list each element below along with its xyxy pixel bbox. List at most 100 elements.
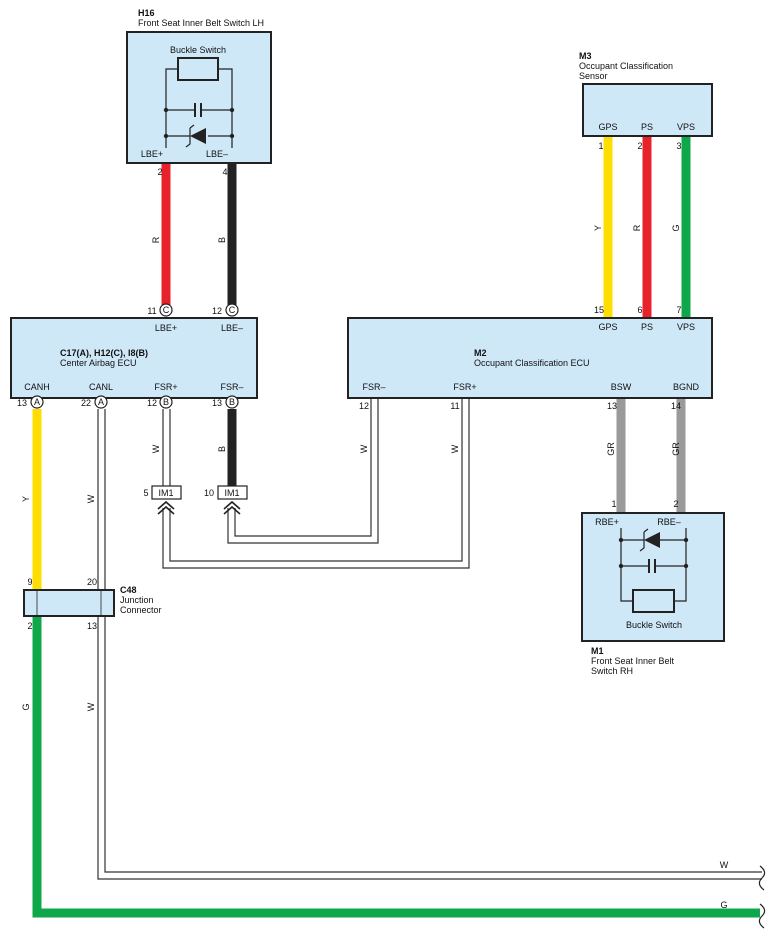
m1-pin-rbe-pos: RBE+ [595, 517, 619, 527]
c48-num-20: 20 [87, 577, 97, 587]
wire-label-m2-fsr-neg: W [359, 444, 369, 453]
m1-num-1: 1 [611, 499, 616, 509]
m3-pin-ps: PS [641, 122, 653, 132]
m3-code: M3 [579, 51, 592, 61]
m1-zener-diode-icon [644, 532, 660, 548]
im1-num-5: 5 [143, 488, 148, 498]
h16-code: H16 [138, 8, 155, 18]
h16-pin-lbe-pos: LBE+ [141, 149, 163, 159]
wire-canl [97, 409, 106, 590]
c48-num-9: 9 [27, 577, 32, 587]
m1-internal-circuit [620, 528, 687, 602]
m2-pin-fsr-neg: FSR– [362, 382, 385, 392]
wire-label-h16-neg: B [217, 237, 227, 243]
h16-num-pos: 2 [157, 167, 162, 177]
m2-num-14: 14 [671, 401, 681, 411]
m2-num-15: 15 [594, 305, 604, 315]
im1-connector: IM1 5 IM1 10 [143, 485, 248, 515]
wire-label-fsr-pos: W [151, 444, 161, 453]
wire-fsr-pos [162, 409, 171, 487]
m2-num-7: 7 [676, 305, 681, 315]
m2-pin-vps: VPS [677, 322, 695, 332]
airbag-ecu-pin-lbe-neg: LBE– [221, 323, 243, 333]
h16-num-neg: 4 [222, 167, 227, 177]
h16-pin-lbe-neg: LBE– [206, 149, 228, 159]
airbag-ecu-conn-c-12 [225, 303, 239, 317]
m2-code: M2 [474, 348, 487, 358]
m2-pin-gps: GPS [598, 322, 617, 332]
airbag-ecu-num-22a: 22 [81, 398, 91, 408]
wire-im1-10-to-m2-fsr-neg [227, 398, 379, 544]
wire-label-canl: W [86, 494, 96, 503]
break-mark-w [758, 865, 766, 891]
airbag-ecu-num-12b: 12 [147, 398, 157, 408]
wire-label-m3-ps: R [632, 224, 642, 231]
m2-pin-ps: PS [641, 322, 653, 332]
m2-num-11: 11 [450, 401, 459, 411]
im1-left-chevron-icon [157, 500, 175, 515]
svg-text:C: C [163, 305, 170, 315]
airbag-ecu-num-11: 11 [147, 306, 156, 316]
wire-label-m3-gps: Y [593, 225, 603, 231]
m3-sensor: M3 Occupant Classification Sensor GPS PS… [579, 51, 713, 151]
svg-text:IM1: IM1 [224, 488, 239, 498]
wire-label-exit-g: G [720, 900, 727, 910]
airbag-ecu-num-12: 12 [212, 306, 222, 316]
m3-num-1: 1 [598, 141, 603, 151]
break-mark-g [758, 903, 766, 929]
wire-label-fsr-neg: B [217, 446, 227, 452]
wire-label-canh: Y [21, 496, 31, 502]
wire-label-bsw: GR [606, 442, 616, 456]
airbag-ecu-name: Center Airbag ECU [60, 358, 137, 368]
h16-name: Front Seat Inner Belt Switch LH [138, 18, 264, 28]
airbag-ecu-conn-b-13 [225, 395, 239, 409]
m2-num-6: 6 [637, 305, 642, 315]
c48-name-line2: Connector [120, 605, 162, 615]
m2-occupant-ecu: 15 6 7 GPS PS VPS M2 Occupant Classifica… [347, 305, 713, 411]
im1-right-box [217, 485, 248, 500]
wire-label-m2-fsr-pos: W [450, 444, 460, 453]
svg-text:IM1: IM1 [158, 488, 173, 498]
airbag-ecu-pin-fsr-pos: FSR+ [154, 382, 177, 392]
m1-buckle-label: Buckle Switch [626, 620, 682, 630]
wire-label-exit-w: W [720, 860, 729, 870]
wire-label-m3-vps: G [671, 224, 681, 231]
svg-text:C: C [229, 305, 236, 315]
c48-name-line1: Junction [120, 595, 154, 605]
wire-canl-lower [97, 616, 762, 880]
svg-text:B: B [229, 397, 235, 407]
h16-switch-lh: H16 Front Seat Inner Belt Switch LH Buck… [126, 8, 272, 177]
airbag-ecu-num-13b: 13 [212, 398, 222, 408]
airbag-ecu-pin-fsr-neg: FSR– [220, 382, 243, 392]
m3-num-2: 2 [637, 141, 642, 151]
airbag-ecu-code: C17(A), H12(C), I8(B) [60, 348, 148, 358]
airbag-ecu-pin-lbe-pos: LBE+ [155, 323, 177, 333]
m3-name-line1: Occupant Classification [579, 61, 673, 71]
m1-buckle-switch-symbol [632, 589, 675, 613]
h16-buckle-label: Buckle Switch [170, 45, 226, 55]
m3-pin-gps: GPS [598, 122, 617, 132]
wire-canh-lower [32, 616, 760, 918]
wire-im1-5-to-m2-fsr-pos [162, 398, 470, 569]
m2-name: Occupant Classification ECU [474, 358, 590, 368]
im1-left-box [151, 485, 182, 500]
m2-num-12: 12 [359, 401, 369, 411]
m1-pin-rbe-neg: RBE– [657, 517, 681, 527]
wire-label-h16-pos: R [151, 236, 161, 243]
h16-zener-diode-icon [190, 128, 206, 144]
wire-label-bgnd: GR [671, 442, 681, 456]
m3-num-3: 3 [676, 141, 681, 151]
airbag-ecu-conn-c-11 [159, 303, 173, 317]
airbag-ecu-conn-b-12 [159, 395, 173, 409]
wire-label-canh-lower: G [21, 703, 31, 710]
c48-num-2: 2 [27, 621, 32, 631]
im1-right-chevron-icon [223, 500, 241, 515]
airbag-ecu-pin-canl: CANL [89, 382, 113, 392]
airbag-ecu-num-13a: 13 [17, 398, 27, 408]
airbag-ecu-pin-canh: CANH [24, 382, 50, 392]
m1-switch-rh: 1 2 RBE+ RBE– Buckle Switch M1 Front Sea… [581, 499, 725, 676]
m1-name-line1: Front Seat Inner Belt [591, 656, 675, 666]
m2-pin-bgnd: BGND [673, 382, 700, 392]
m1-num-2: 2 [673, 499, 678, 509]
